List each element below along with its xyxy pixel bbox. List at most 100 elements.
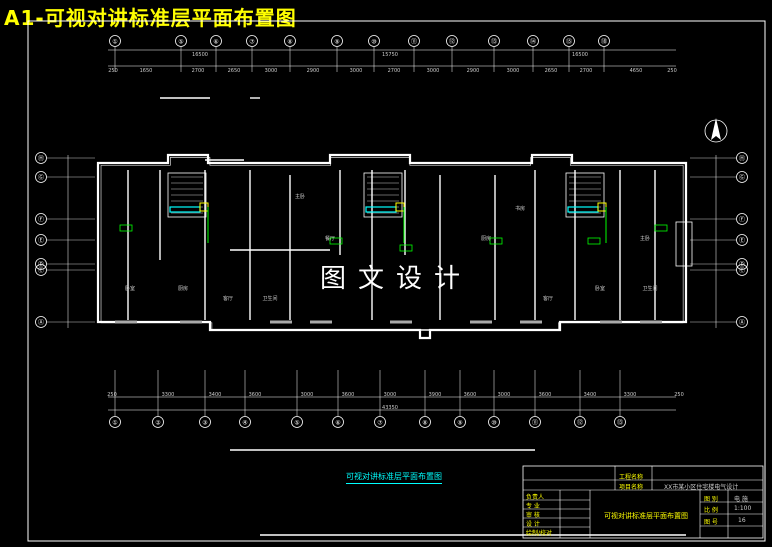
tb-right-label-3: 图 号 — [704, 519, 718, 526]
top-total-2: 16500 — [572, 52, 588, 58]
top-axis-9-label: ⑬ — [491, 38, 497, 46]
bottom-axis-7-label: ⑧ — [422, 420, 427, 427]
tb-row-2: 专 业 — [526, 503, 540, 510]
balcony-right — [675, 221, 693, 267]
intercom-panel-1 — [365, 206, 397, 213]
bottom-axis-2 — [199, 416, 211, 428]
top-dim-2: 2700 — [192, 68, 205, 74]
bottom-axis-1-label: ② — [155, 420, 161, 427]
bottom-dim-1: 3300 — [162, 392, 175, 398]
left-axis-2 — [35, 213, 47, 225]
top-axis-7 — [408, 35, 420, 47]
tb-project-label: 项目名称 — [619, 484, 644, 491]
top-dim-5: 2900 — [307, 68, 320, 74]
top-dim-3: 2650 — [228, 68, 241, 74]
tb-right-label-2: 比 例 — [704, 507, 718, 514]
top-dim-0: 250 — [108, 68, 118, 74]
top-axis-10-label: ⑭ — [530, 38, 536, 46]
tb-project-value: XX市某小区住宅楼电气设计 — [664, 484, 739, 491]
right-axis-5-label: Ⓒ — [739, 267, 745, 275]
room-label-4: 餐厅 — [325, 235, 335, 242]
left-axis-3 — [35, 234, 47, 246]
stair-core-2 — [565, 172, 605, 218]
bottom-dim-4: 3000 — [301, 392, 314, 398]
right-axis-6-label: Ⓐ — [739, 319, 745, 327]
bottom-dim-2: 3400 — [209, 392, 222, 398]
top-dim-10: 3000 — [507, 68, 520, 74]
top-axis-10 — [527, 35, 539, 47]
top-axis-3-label: ⑦ — [249, 39, 255, 46]
bottom-axis-10 — [529, 416, 541, 428]
right-axis-1 — [736, 171, 748, 183]
top-dim-6: 3000 — [350, 68, 363, 74]
bottom-dim-11: 3400 — [584, 392, 597, 398]
bottom-dim-10: 3600 — [539, 392, 552, 398]
bottom-axis-0 — [109, 416, 121, 428]
intercom-panel-2 — [567, 206, 599, 213]
left-axis-6 — [35, 316, 47, 328]
top-axis-1-label: ⑤ — [178, 39, 183, 46]
top-axis-7-label: ⑪ — [411, 38, 417, 46]
bottom-axis-4 — [291, 416, 303, 428]
bottom-axis-0-label: ① — [112, 420, 117, 427]
tb-project-name-label: 工程名称 — [619, 474, 644, 481]
top-axis-6 — [368, 35, 380, 47]
top-axis-9 — [488, 35, 500, 47]
room-label-0: 卧室 — [125, 285, 135, 292]
top-axis-11-label: ⑮ — [566, 38, 572, 46]
room-label-1: 厨房 — [178, 285, 188, 292]
bottom-axis-2-label: ③ — [202, 420, 207, 427]
top-axis-0-label: ① — [112, 39, 117, 46]
north-arrow-icon — [704, 118, 728, 143]
tb-right-value-2: 1:100 — [734, 505, 752, 512]
top-dim-11: 2650 — [545, 68, 558, 74]
top-dim-1: 1650 — [140, 68, 153, 74]
stair-core-1 — [363, 172, 403, 218]
room-label-2: 客厅 — [223, 295, 233, 302]
left-axis-2-label: Ⓕ — [38, 216, 44, 224]
left-axis-6-label: Ⓐ — [38, 319, 44, 327]
room-label-7: 厨房 — [481, 235, 491, 242]
right-axis-0 — [736, 152, 748, 164]
left-axis-0-label: Ⓗ — [38, 155, 44, 163]
bottom-axis-12-label: ⑬ — [617, 419, 623, 427]
top-axis-8 — [446, 35, 458, 47]
watermark-text: 图文设计 — [320, 264, 473, 294]
indoor-unit-1 — [329, 237, 343, 245]
left-axis-3-label: Ⓔ — [38, 237, 44, 245]
indoor-unit-4 — [587, 237, 601, 245]
left-axis-4 — [35, 258, 47, 270]
tb-right-label-1: 图 别 — [704, 496, 718, 503]
room-label-11: 主卧 — [640, 235, 650, 242]
bottom-dim-5: 3600 — [342, 392, 355, 398]
bottom-dim-6: 3000 — [384, 392, 397, 398]
bottom-dim-12: 3300 — [624, 392, 637, 398]
indoor-unit-5 — [654, 224, 668, 232]
bottom-total: 43350 — [382, 405, 398, 411]
indoor-unit-0 — [119, 224, 133, 232]
top-axis-1 — [175, 35, 187, 47]
tb-row-5: 绘制/校对 — [526, 530, 553, 537]
drawing-caption: 可视对讲标准层平面布置图 — [346, 471, 442, 484]
top-axis-4 — [284, 35, 296, 47]
bottom-axis-12 — [614, 416, 626, 428]
left-axis-0 — [35, 152, 47, 164]
bottom-axis-8-label: ⑨ — [457, 420, 462, 427]
right-axis-5 — [736, 264, 748, 276]
right-axis-4 — [736, 258, 748, 270]
top-dim-7: 2700 — [388, 68, 401, 74]
tb-row-3: 审 核 — [526, 512, 540, 519]
right-axis-1-label: Ⓖ — [739, 174, 745, 182]
top-axis-11 — [563, 35, 575, 47]
top-dim-4: 3000 — [265, 68, 278, 74]
stair-core-0 — [167, 172, 207, 218]
tb-row-1: 负责人 — [526, 494, 545, 501]
right-axis-2-label: Ⓕ — [739, 216, 745, 224]
bottom-axis-9 — [488, 416, 500, 428]
top-axis-6-label: ⑩ — [371, 39, 376, 46]
bottom-dim-8: 3600 — [464, 392, 477, 398]
bottom-dim-9: 3000 — [498, 392, 511, 398]
bottom-axis-3-label: ④ — [242, 420, 247, 427]
